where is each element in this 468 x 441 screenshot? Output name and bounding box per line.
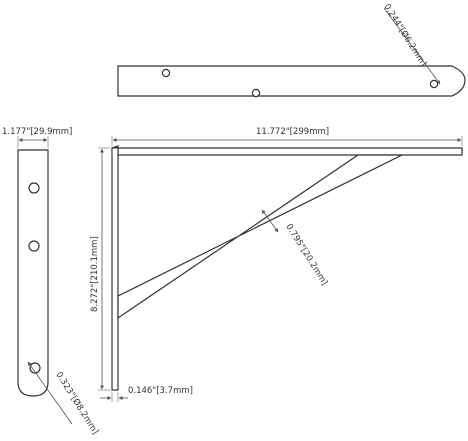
top-hole-diameter-label: 0.244"[Ø6.2mm] [381, 2, 428, 69]
top-hole-leader [383, 7, 441, 85]
top-view [117, 7, 466, 98]
top-bar-hole-2 [251, 88, 261, 98]
top-bar-hole-1 [161, 68, 171, 78]
top-bar-hole-3 [429, 79, 439, 89]
length-label: 11.772"[299mm] [256, 127, 329, 137]
brace-width-label: 0.795"[20.2mm] [283, 222, 329, 287]
bracket-front-view [98, 136, 463, 402]
side-hole-diameter-label: 0.323"[Ø8.2mm] [53, 370, 100, 437]
side-bar-hole-1 [28, 182, 40, 194]
side-view [17, 136, 73, 425]
side-bar-hole-3 [29, 362, 41, 374]
brace-width-dim-line [261, 209, 279, 233]
side-bar-hole-2 [28, 240, 40, 252]
thickness-label: 0.146"[3.7mm] [128, 386, 193, 396]
bracket-horizontal-arm [111, 145, 463, 156]
side-hole-leader [27, 361, 73, 425]
side-width-label: 1.177"[29.9mm] [2, 127, 72, 137]
bracket-vertical-arm [111, 147, 119, 391]
bracket-diagonal-brace [117, 154, 403, 320]
top-bar-outline [117, 65, 466, 97]
side-bar-outline [17, 149, 49, 397]
height-label: 8.272"[210.1mm] [90, 236, 100, 312]
